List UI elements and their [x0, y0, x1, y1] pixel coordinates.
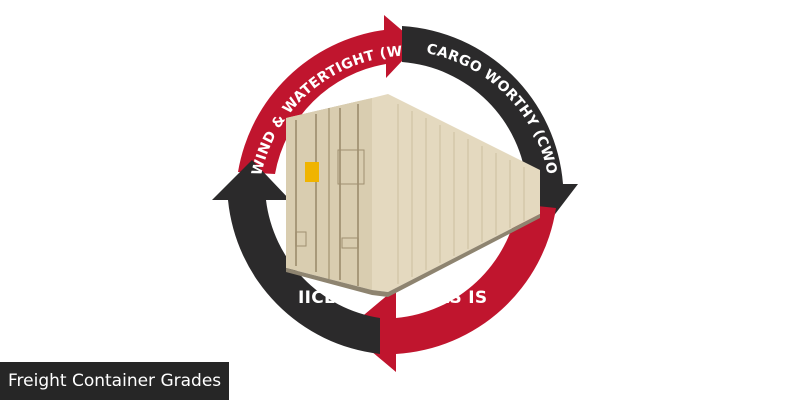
- caption-title: Freight Container Grades: [0, 362, 230, 400]
- shipping-container-image: [286, 94, 540, 297]
- label-as-is: AS IS: [436, 288, 487, 308]
- segment-wind-watertight: [238, 15, 418, 174]
- label-iicl: IICL: [298, 288, 335, 308]
- segment-as-is: [346, 204, 556, 372]
- segment-iicl: [212, 160, 380, 354]
